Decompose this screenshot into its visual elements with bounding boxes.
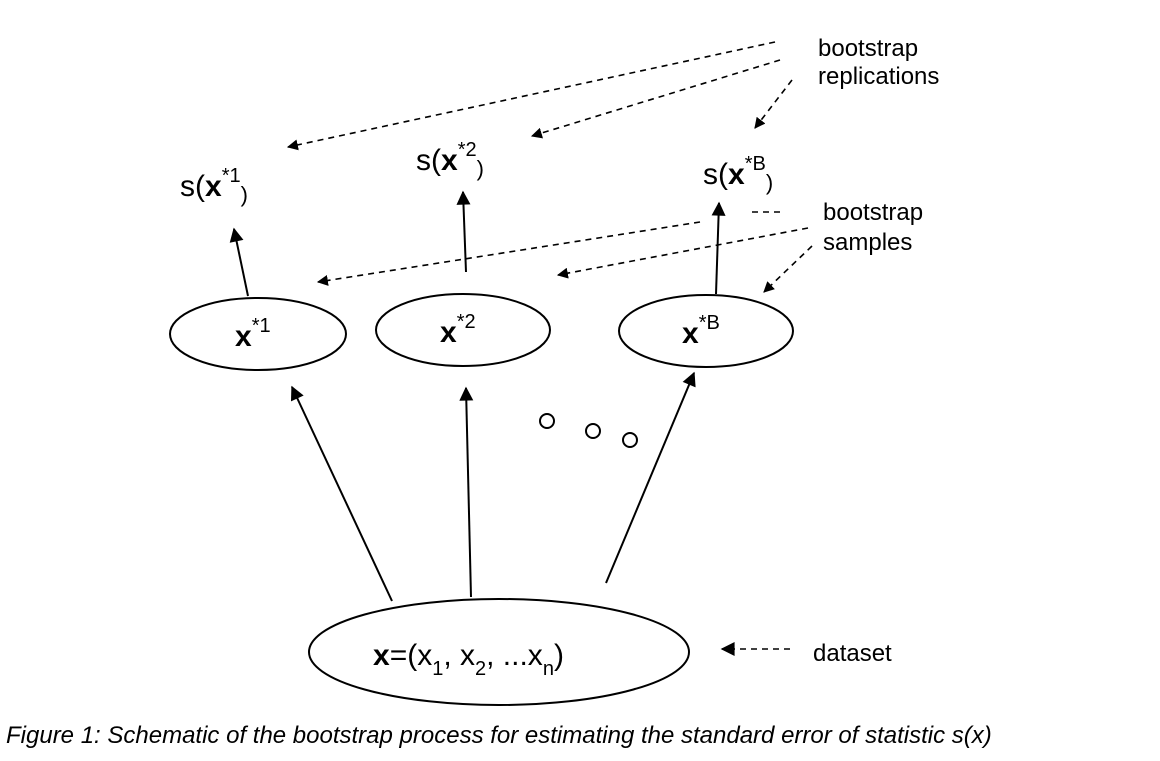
- dashed-arrow-replication-2: [530, 59, 781, 139]
- arrow-sample-B-to-statistic: [711, 201, 726, 295]
- ellipsis-dot: [622, 432, 638, 448]
- statistic-label-B: s(x*B): [703, 153, 773, 195]
- sample-label-B: x*B: [682, 312, 720, 350]
- sample-node-1: [169, 297, 347, 371]
- arrow-sample-2-to-statistic: [456, 190, 471, 273]
- dataset-node: [308, 598, 690, 706]
- dashed-arrow-sample-2: [556, 227, 809, 279]
- arrow-dataset-to-sample-2: [459, 386, 474, 598]
- sample-node-B: [618, 294, 794, 368]
- sample-label-2: x*2: [440, 311, 476, 349]
- label-bootstrap-samples-line2: samples: [823, 229, 912, 256]
- dashed-arrow-replication-B: [754, 79, 793, 129]
- label-bootstrap-replications-line2: replications: [818, 63, 939, 90]
- label-bootstrap-samples-line1: bootstrap: [823, 199, 923, 226]
- ellipsis-dot: [539, 413, 555, 429]
- dashed-arrow-sample-1: [316, 221, 701, 286]
- statistic-label-1: s(x*1): [180, 165, 248, 207]
- dashed-arrow-sample-B: [763, 245, 813, 293]
- arrow-dataset-to-sample-B: [605, 371, 696, 584]
- dashed-arrow-replication-1: [286, 41, 776, 151]
- statistic-label-2: s(x*2): [416, 139, 484, 181]
- bootstrap-diagram: x=(x1, x2, ...xn) x*1 x*2 x*B s(x*1) s(x…: [169, 35, 939, 706]
- label-bootstrap-replications-line1: bootstrap: [818, 35, 918, 62]
- ellipsis-dot: [585, 423, 601, 439]
- arrow-sample-1-to-statistic: [229, 227, 249, 297]
- arrow-dataset-to-sample-1: [290, 385, 393, 602]
- sample-label-1: x*1: [235, 315, 271, 353]
- figure-caption: Figure 1: Schematic of the bootstrap pro…: [6, 722, 992, 749]
- sample-node-2: [375, 293, 551, 367]
- label-dataset: dataset: [813, 640, 892, 667]
- dataset-formula: x=(x1, x2, ...xn): [373, 639, 564, 680]
